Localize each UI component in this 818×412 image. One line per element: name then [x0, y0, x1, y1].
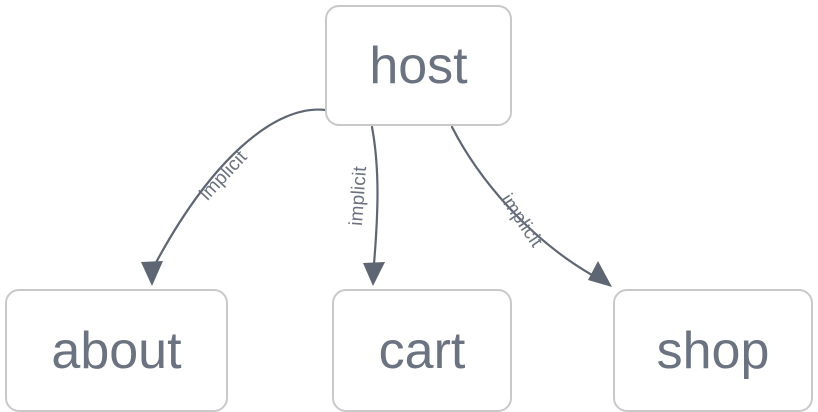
node-host[interactable]: host: [325, 5, 512, 126]
node-cart-label: cart: [378, 321, 466, 380]
edge-host-about[interactable]: implicit: [141, 108, 328, 286]
edge-label-host-shop: implicit: [496, 190, 547, 252]
edge-host-about-line: [150, 108, 328, 272]
node-shop[interactable]: shop: [613, 289, 813, 412]
edge-host-cart[interactable]: implicit: [346, 125, 385, 286]
edge-host-about-arrowhead: [141, 261, 163, 286]
node-cart[interactable]: cart: [332, 289, 512, 412]
node-shop-label: shop: [656, 321, 770, 380]
edge-host-cart-arrowhead: [363, 262, 385, 286]
edge-label-host-about: implicit: [196, 146, 252, 204]
edge-host-shop-arrowhead: [588, 261, 612, 287]
node-about[interactable]: about: [5, 289, 228, 412]
node-about-label: about: [51, 321, 182, 380]
edge-host-shop-line: [450, 125, 594, 277]
node-host-label: host: [369, 36, 468, 95]
edge-host-cart-line: [370, 125, 379, 266]
edge-label-host-cart: implicit: [346, 165, 371, 226]
edge-host-shop[interactable]: implicit: [450, 125, 612, 287]
